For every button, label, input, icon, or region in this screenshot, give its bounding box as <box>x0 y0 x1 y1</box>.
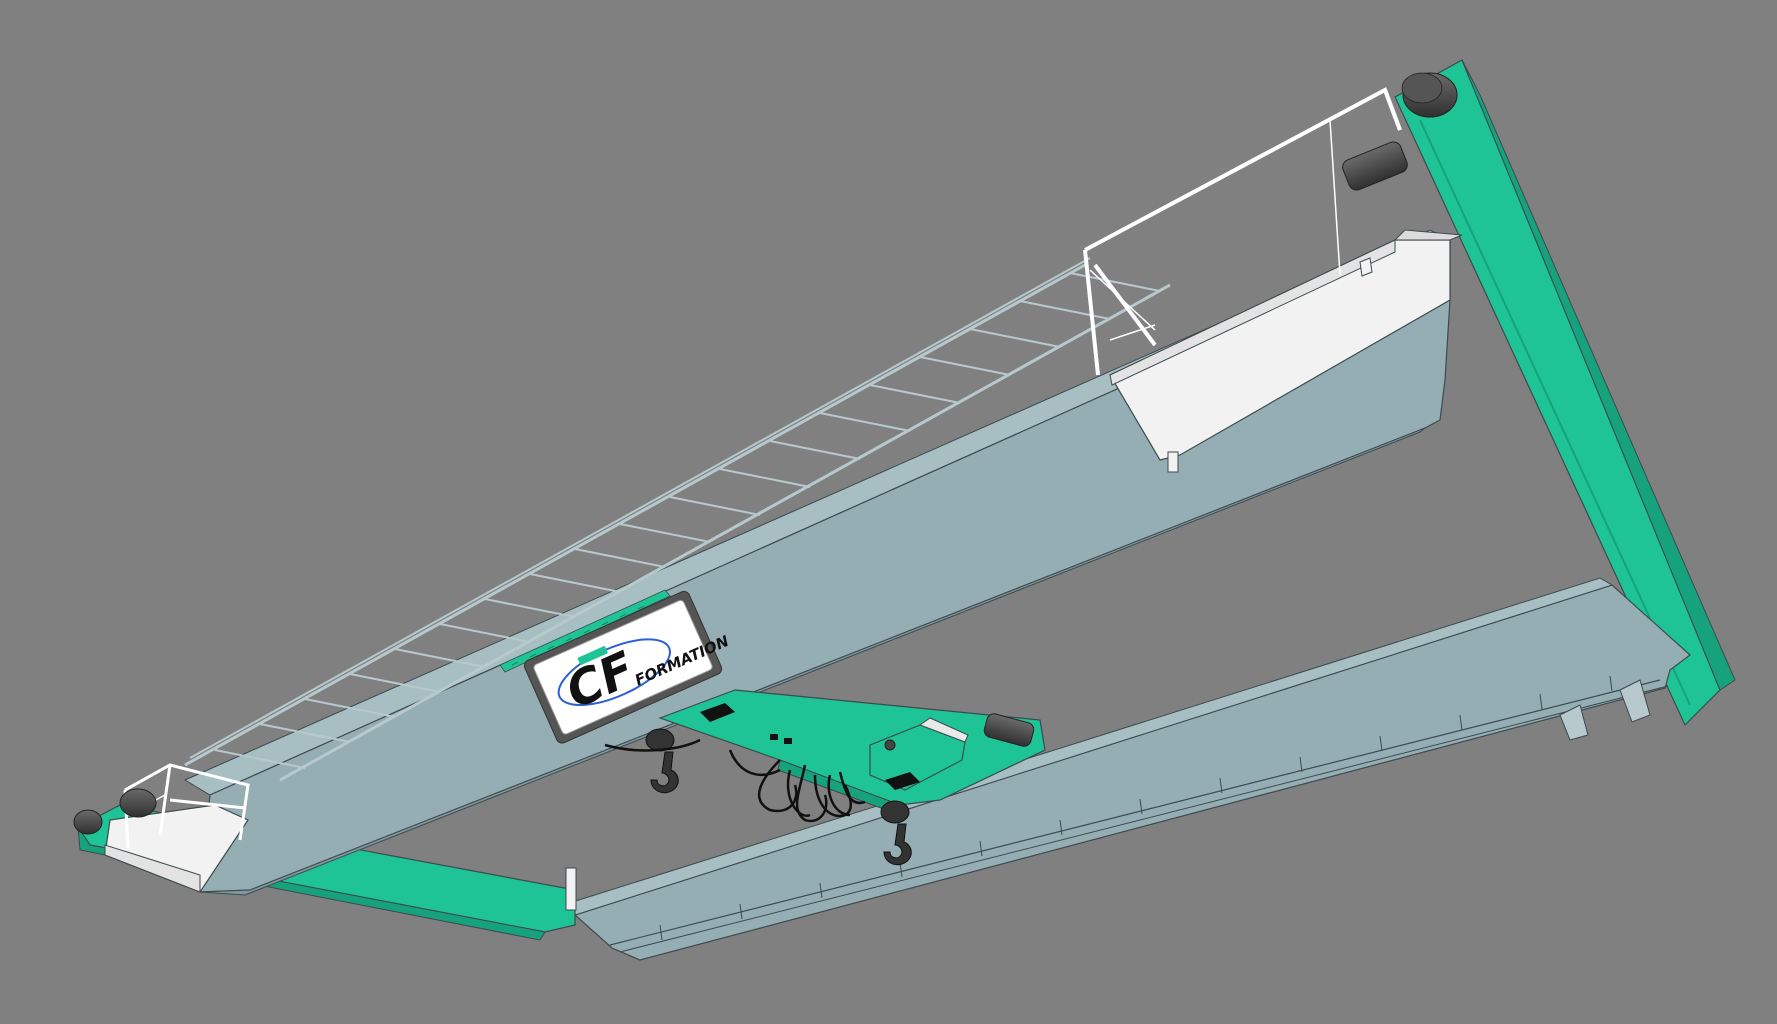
end-truck-wheel-top <box>1401 72 1458 118</box>
left-platform <box>104 763 250 893</box>
rear-girder <box>561 577 1691 961</box>
end-truck-wheel-left <box>73 788 157 835</box>
right-end-truck <box>1394 59 1736 727</box>
hoist-trolley <box>604 689 1046 866</box>
company-logo: CF FORMATION <box>523 590 732 744</box>
right-platform <box>1083 87 1463 473</box>
walkway-railing <box>184 257 1171 782</box>
